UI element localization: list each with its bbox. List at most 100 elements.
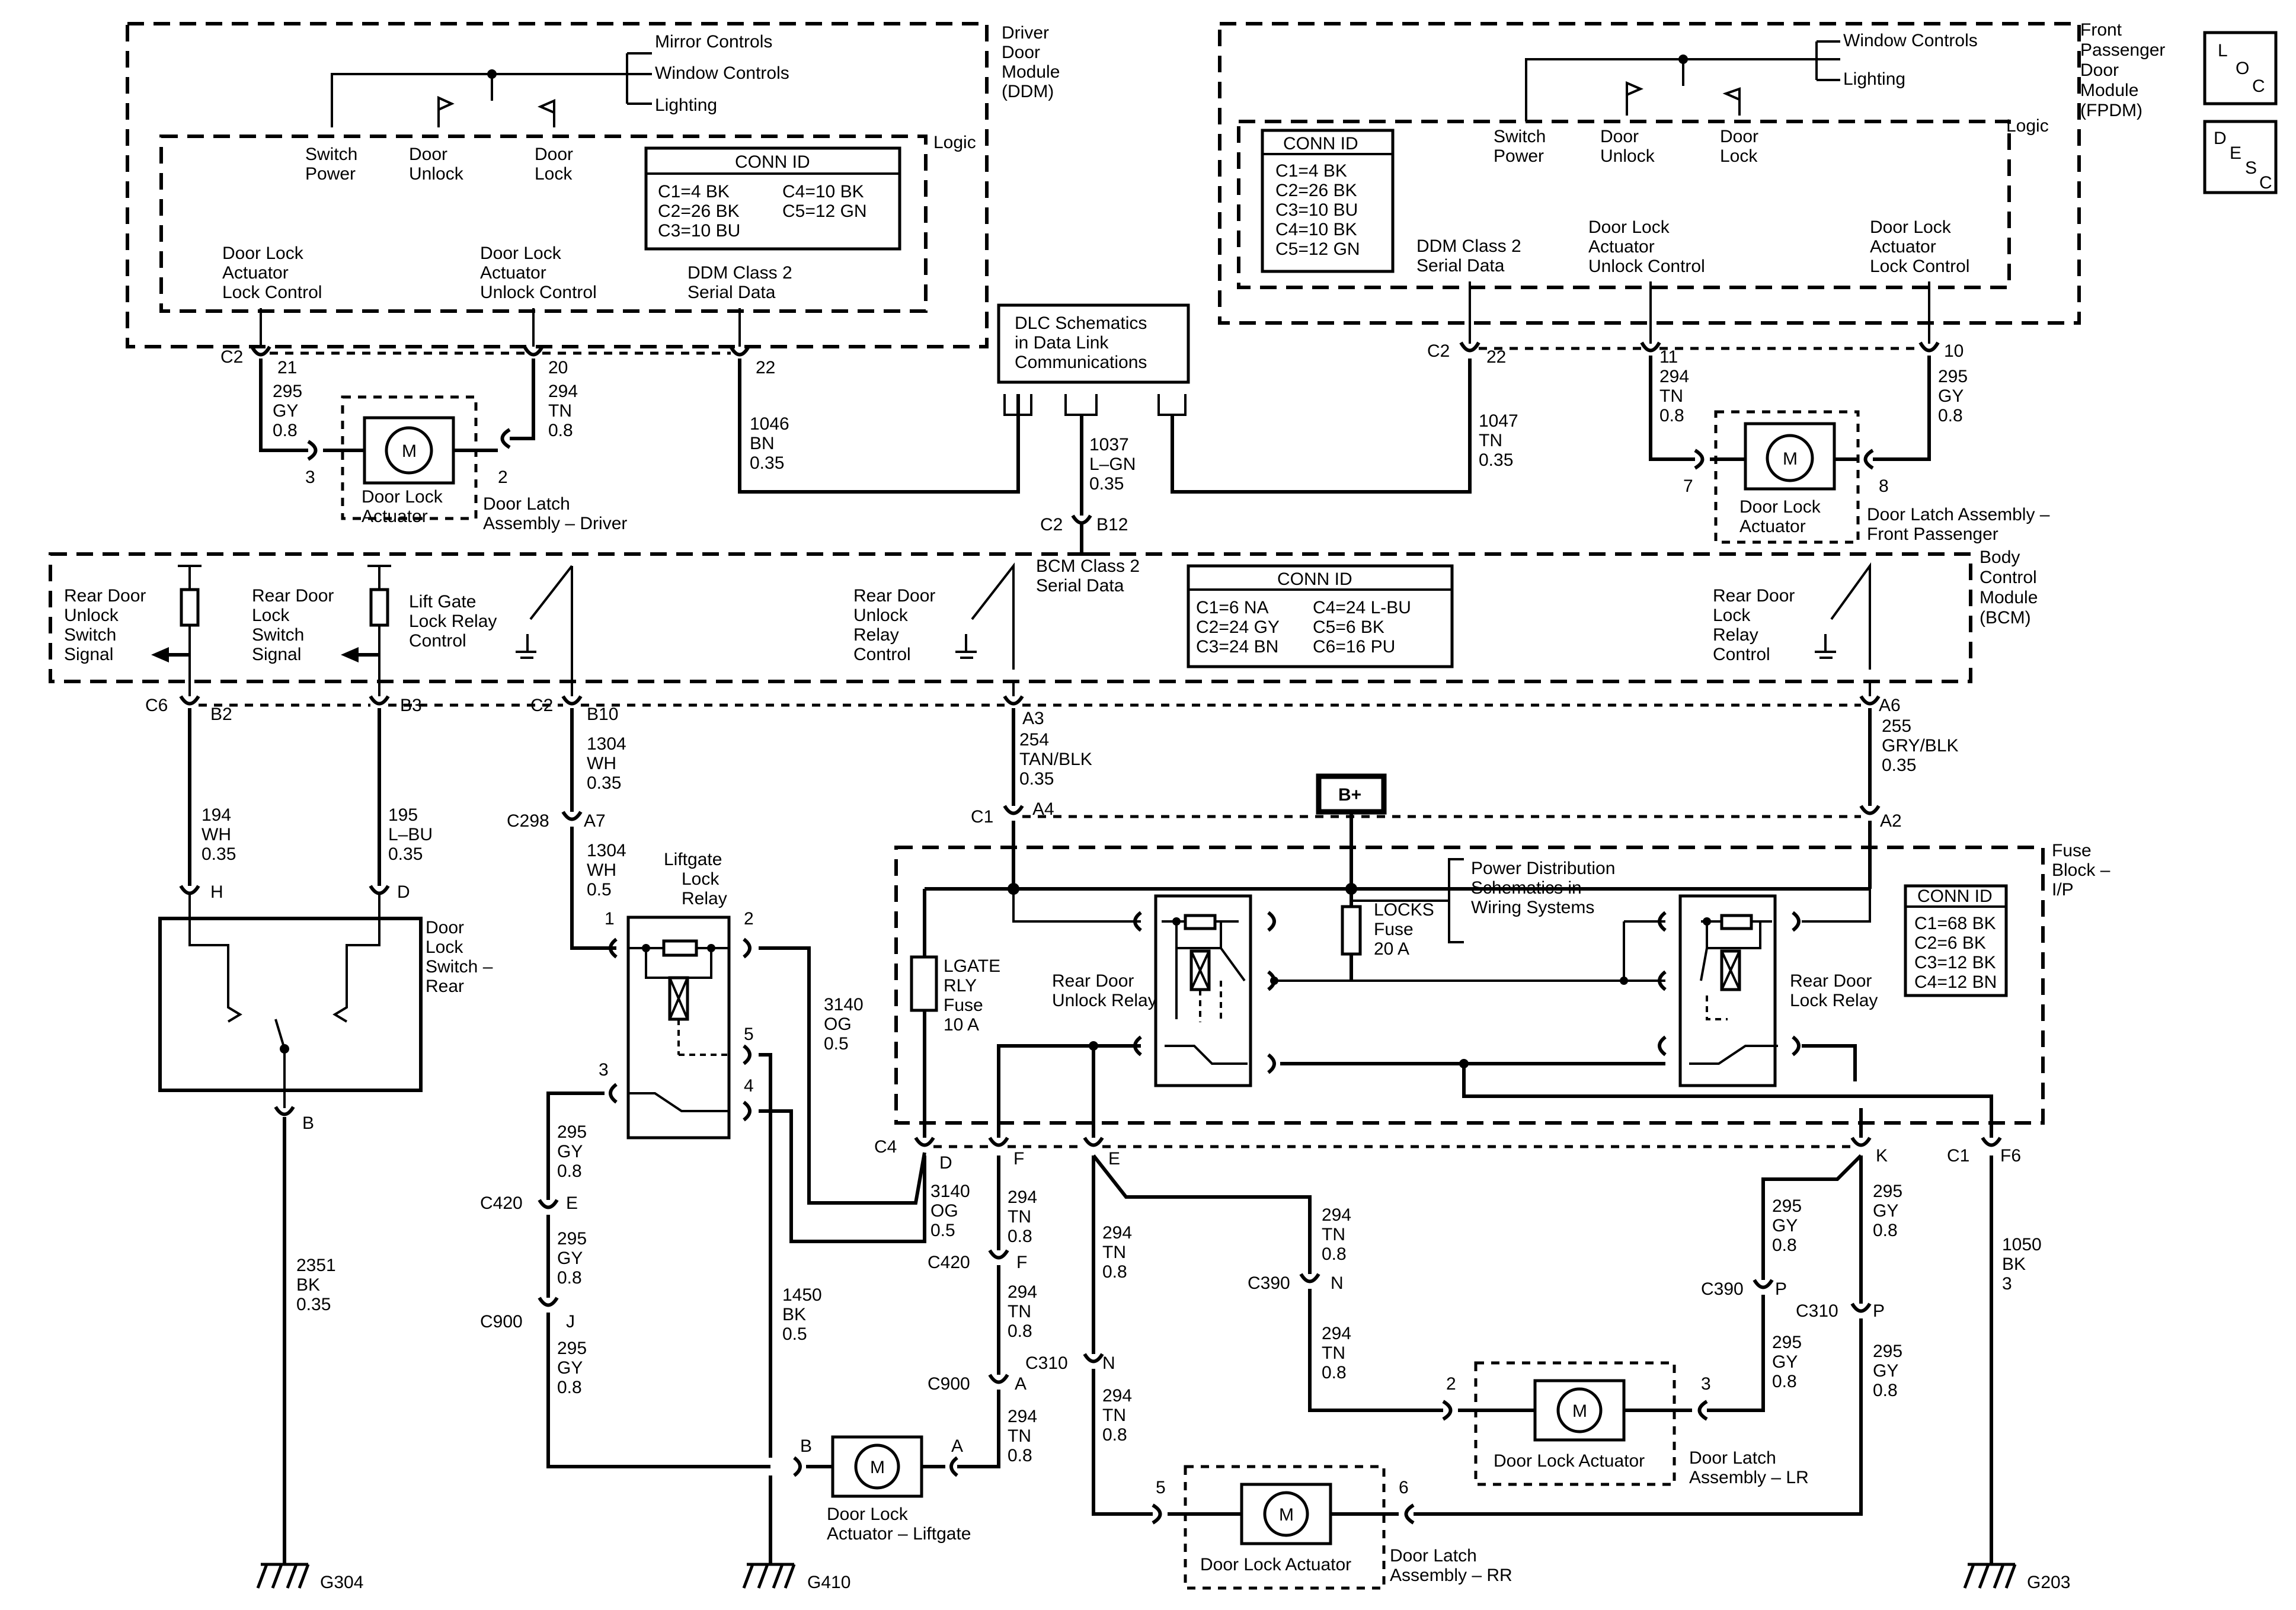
components-liftgate-relay-2-label: Relay bbox=[682, 889, 727, 908]
fpdm-title-1: Front bbox=[2080, 20, 2122, 40]
conn-pin-21: 21 bbox=[277, 358, 297, 377]
bcm-conn-rows-4-label: C3=24 BN bbox=[1196, 637, 1278, 657]
wires-w1037-0-label: 1037 bbox=[1089, 435, 1129, 454]
ddm-title-3: Module bbox=[1002, 62, 1060, 82]
ddm-conn-row: C4=10 BK bbox=[782, 182, 864, 201]
ddm-door-unlock-2: Unlock bbox=[409, 164, 464, 184]
ddm-lighting: Lighting bbox=[655, 95, 717, 115]
components-lr-actuator-label: Door Lock Actuator bbox=[1494, 1451, 1645, 1471]
connectors-c310-p-1-label: P bbox=[1873, 1301, 1885, 1321]
bcm-rear-unlock-signal-1-label: Unlock bbox=[64, 606, 119, 625]
bcm-conn-id-box: CONN ID C1=6 NA C4=24 L-BU C2=24 GY C5=6… bbox=[1187, 564, 1454, 668]
fpdm-conn-row: C4=10 BK bbox=[1275, 220, 1357, 239]
bcm-lock-relay-ctrl-0-label: Rear Door bbox=[1713, 586, 1795, 606]
connectors-lr-act-pins-0-label: 2 bbox=[1446, 1374, 1456, 1394]
bcm-conn-rows-2-label: C2=24 GY bbox=[1196, 617, 1280, 637]
fuse-block-ip: Fuse Block – I/P CONN ID C1=68 BK C2=6 B… bbox=[894, 812, 2110, 1138]
components-fp-latch-1-label: Front Passenger bbox=[1867, 524, 1998, 544]
legend-desc-3-label: C bbox=[2259, 173, 2272, 193]
bcm-rear-lock-signal-1-label: Lock bbox=[252, 606, 290, 625]
fp-door-lock-actuator: M 7 8 Door Lock Actuator Door Latch Asse… bbox=[1683, 410, 2050, 544]
wires-w294-c390-1-label: TN bbox=[1322, 1343, 1345, 1363]
legend-loc-1-label: O bbox=[2236, 59, 2249, 78]
wires-w3140-a-2-label: 0.5 bbox=[824, 1034, 849, 1054]
fpdm-lighting: Lighting bbox=[1843, 69, 1905, 89]
connectors-a3-label: A3 bbox=[1022, 709, 1044, 728]
connectors-lift-act-pins-1-label: A bbox=[951, 1436, 963, 1456]
ddm-lock-ctrl-1: Door Lock bbox=[222, 244, 304, 263]
wires-w3140-b-2-label: 0.5 bbox=[930, 1221, 955, 1240]
driver-latch-label-2: Assembly – Driver bbox=[483, 514, 627, 533]
wire-294-fp bbox=[1649, 356, 1695, 461]
fpdm-unlock-ctrl-3: Unlock Control bbox=[1588, 257, 1705, 276]
fuse-block-unlock-relay-0-label: Rear Door bbox=[1052, 971, 1134, 991]
connectors-relay-pins-0-label: 1 bbox=[605, 909, 615, 929]
wires-w295-c420-1-label: GY bbox=[557, 1142, 583, 1161]
bcm-conn-rows-0-label: C1=6 NA bbox=[1196, 598, 1269, 617]
wires-w1304-b-1-label: WH bbox=[587, 860, 616, 880]
connectors-c2-22f-0-label: C2 bbox=[1427, 341, 1450, 361]
connectors-c310-n-1-label: N bbox=[1102, 1353, 1115, 1373]
wires-w295-c310p-1-label: GY bbox=[1873, 1361, 1898, 1381]
wires-w295-gy-driver-2-label: 0.8 bbox=[273, 421, 298, 440]
wires-w3140-b-1-label: OG bbox=[930, 1201, 958, 1221]
driver-door-module: Driver Door Module (DDM) Mirror Controls… bbox=[126, 22, 1060, 348]
liftgate-lock-relay: Liftgate Lock Relay 1 2 3 4 5 bbox=[599, 850, 754, 1140]
connectors-d-sw-label: D bbox=[397, 882, 410, 902]
wires-w294-c900-0-label: 294 bbox=[1008, 1407, 1037, 1426]
connectors-c1-a4-0-label: C1 bbox=[971, 807, 993, 827]
bcm-conn-rows-5-label: C6=16 PU bbox=[1313, 637, 1395, 657]
wire-3140 bbox=[759, 946, 926, 1205]
grounds-2-label: G203 bbox=[2027, 1573, 2070, 1592]
fpdm-conn-row: C2=26 BK bbox=[1275, 181, 1357, 200]
connectors-c2-b10-0-label: C2 bbox=[530, 696, 553, 715]
fuse-block-c4-row: C4 D F E K C1 F6 bbox=[874, 1137, 2021, 1173]
conn-c2: C2 bbox=[220, 347, 243, 367]
connectors-c390-p-0-label: C390 bbox=[1701, 1279, 1744, 1299]
wires-w294-c420-1-label: TN bbox=[1008, 1302, 1031, 1321]
ddm-logic: Logic bbox=[933, 133, 976, 152]
fuse-block-pds-0-label: Power Distribution bbox=[1471, 859, 1615, 878]
components-fp-actuator-0-label: Door Lock bbox=[1739, 497, 1821, 517]
components-lr-latch-1-label: Assembly – LR bbox=[1689, 1468, 1809, 1487]
wires-w1046-2-label: 0.35 bbox=[750, 453, 784, 473]
wires-w294-f-2-label: 0.8 bbox=[1008, 1227, 1032, 1246]
connectors-lr-act-pins-1-label: 3 bbox=[1701, 1374, 1711, 1394]
wires-w1046-0-label: 1046 bbox=[750, 414, 789, 434]
components-lr-latch-0-label: Door Latch bbox=[1689, 1448, 1776, 1468]
bcm-conn-rows-1-label: C4=24 L-BU bbox=[1313, 598, 1411, 617]
components-motor-letter-label: M bbox=[1572, 1401, 1587, 1421]
connectors-c2-b12-1-label: B12 bbox=[1096, 515, 1128, 534]
bcm-rear-unlock-signal-0-label: Rear Door bbox=[64, 586, 146, 606]
connectors-relay-pins-3-label: 4 bbox=[744, 1076, 754, 1096]
components-liftgate-relay-0-label: Liftgate bbox=[664, 850, 722, 869]
bcm-unlock-relay-ctrl-3-label: Control bbox=[853, 645, 911, 664]
wires-w295-c390p-1-label: GY bbox=[1772, 1352, 1798, 1372]
conn-pin-20: 20 bbox=[548, 358, 568, 377]
connectors-c298-a7-1-label: A7 bbox=[584, 811, 606, 831]
connectors-c900-j-0-label: C900 bbox=[480, 1312, 523, 1331]
fpdm-conn-row: C1=4 BK bbox=[1275, 161, 1347, 181]
driver-latch-label-1: Door Latch bbox=[483, 494, 570, 514]
wires-w294-c420-2-label: 0.8 bbox=[1008, 1321, 1032, 1341]
wires-w295-c310p-0-label: 295 bbox=[1873, 1342, 1902, 1361]
bcm-rear-lock-signal-0-label: Rear Door bbox=[252, 586, 334, 606]
components-motor-letter-label: M bbox=[870, 1458, 885, 1477]
dlc-2-label: Communications bbox=[1015, 353, 1147, 372]
components-liftgate-actuator-0-label: Door Lock bbox=[827, 1505, 909, 1524]
components-driver-actuator-1-label: Actuator bbox=[362, 507, 428, 526]
connectors-rr-act-pins-0-label: 5 bbox=[1156, 1478, 1166, 1497]
fpdm-serial-2: Serial Data bbox=[1416, 256, 1505, 276]
wires-w294-tn-fp-1-label: TN bbox=[1659, 386, 1683, 406]
bcm-conn-rows-3-label: C5=6 BK bbox=[1313, 617, 1384, 637]
connectors-fp-act-pins-1-label: 8 bbox=[1879, 476, 1889, 496]
connectors-c390-n-1-label: N bbox=[1331, 1273, 1344, 1293]
legend-desc-1-label: E bbox=[2230, 143, 2241, 163]
connectors-c900-j-1-label: J bbox=[566, 1312, 575, 1331]
connectors-k-label: K bbox=[1876, 1146, 1888, 1166]
wires-w255-1-label: GRY/BLK bbox=[1882, 736, 1959, 756]
bcm-unlock-relay-ctrl-1-label: Unlock bbox=[853, 606, 909, 625]
fpdm-conn-row: C3=10 BU bbox=[1275, 200, 1358, 220]
wires-w294-c900-1-label: TN bbox=[1008, 1426, 1031, 1446]
components-door-lock-switch-3-label: Rear bbox=[426, 977, 464, 996]
